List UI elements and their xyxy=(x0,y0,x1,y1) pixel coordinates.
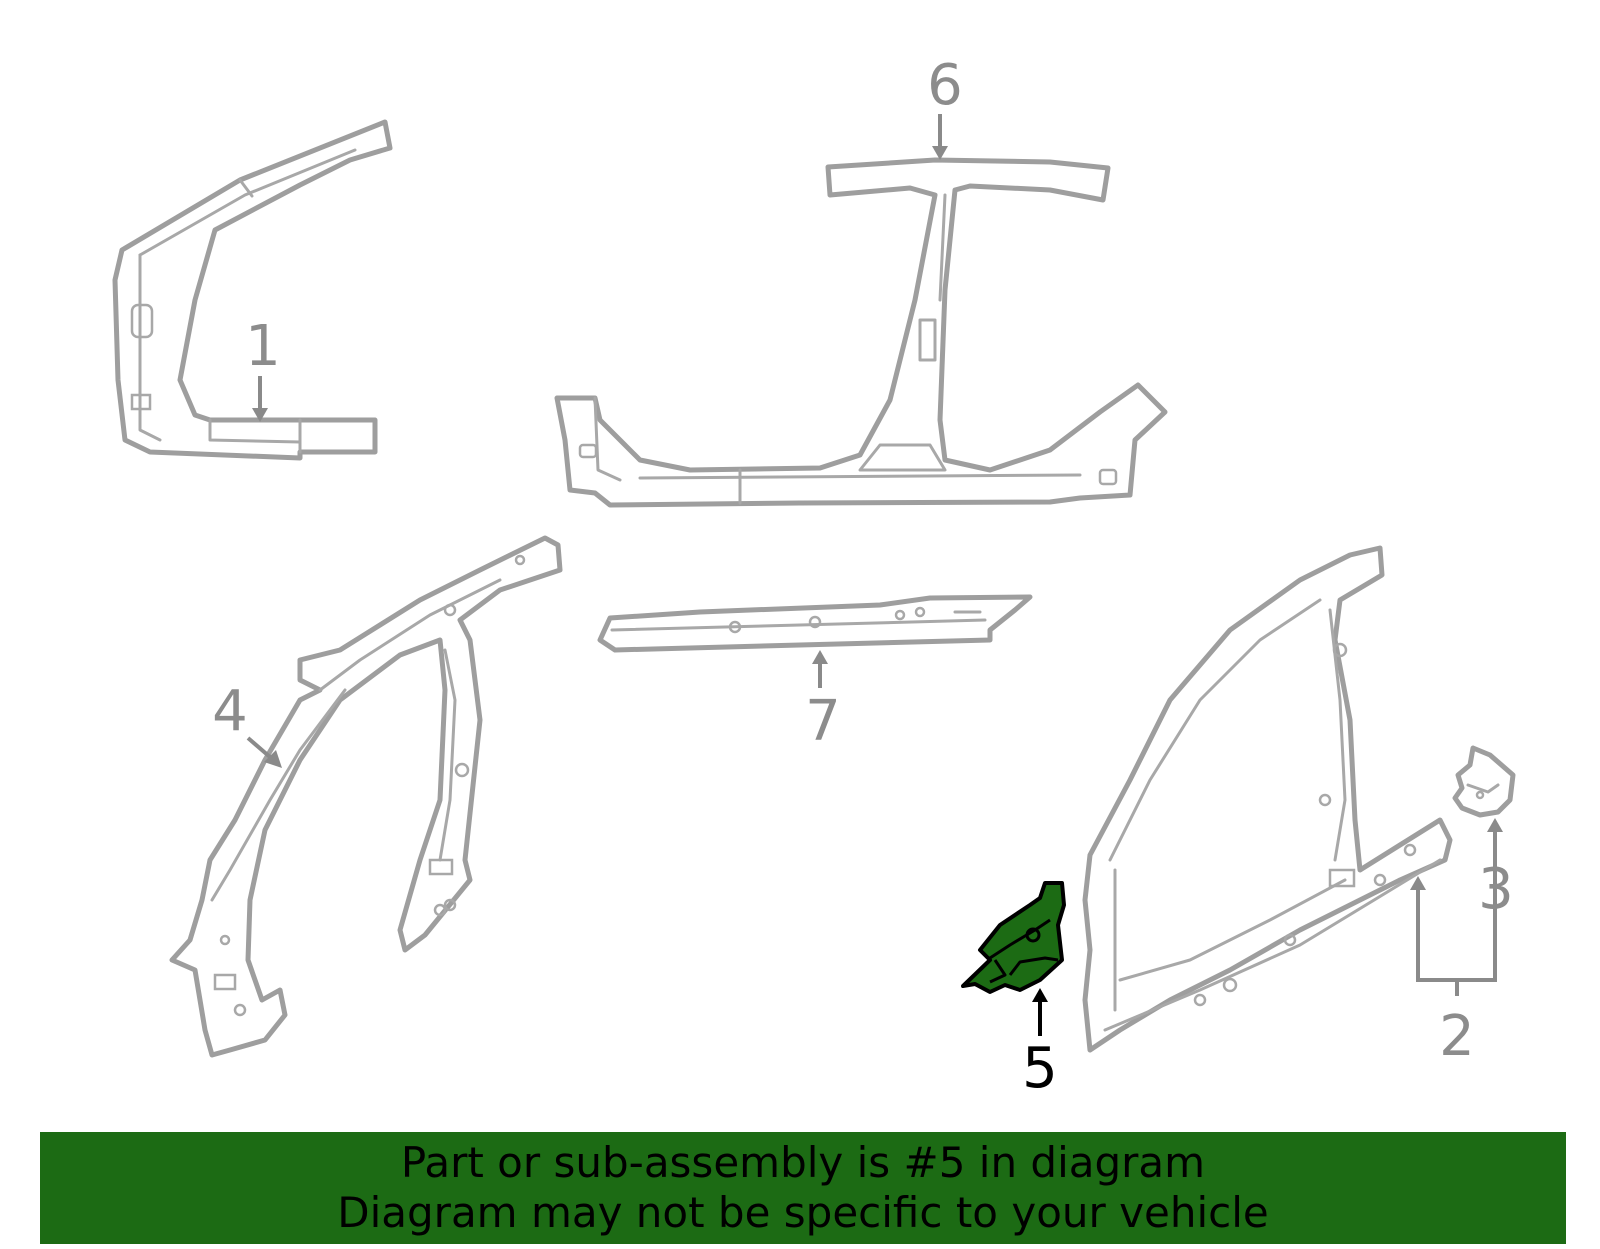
leader-4 xyxy=(246,736,282,768)
part-6-body-side-inner[interactable] xyxy=(554,157,1168,508)
part-7-reinforcement[interactable] xyxy=(597,594,1033,653)
part-3-bracket[interactable] xyxy=(1452,745,1516,818)
leader-1 xyxy=(252,376,268,422)
banner-line-1: Part or sub-assembly is #5 in diagram xyxy=(400,1138,1206,1187)
leader-3 xyxy=(1487,818,1503,930)
leader-2 xyxy=(1410,876,1497,996)
callout-2: 2 xyxy=(1439,1004,1475,1069)
callout-7: 7 xyxy=(805,689,841,754)
part-5-highlighted-bracket[interactable] xyxy=(961,881,1066,994)
callout-5: 5 xyxy=(1022,1036,1058,1101)
leader-7 xyxy=(812,650,828,688)
leader-6 xyxy=(932,114,948,160)
callout-6: 6 xyxy=(927,53,963,118)
part-1-front-pillar[interactable] xyxy=(112,119,393,461)
part-4-body-side-outer[interactable] xyxy=(169,535,563,1058)
callout-1: 1 xyxy=(245,314,281,379)
callout-3: 3 xyxy=(1478,857,1514,922)
callout-4: 4 xyxy=(212,679,248,744)
info-banner: Part or sub-assembly is #5 in diagram Di… xyxy=(40,1132,1566,1244)
banner-line-2: Diagram may not be specific to your vehi… xyxy=(337,1188,1269,1237)
leader-5 xyxy=(1032,988,1048,1036)
part-2-body-side-rocker[interactable] xyxy=(1082,545,1453,1053)
